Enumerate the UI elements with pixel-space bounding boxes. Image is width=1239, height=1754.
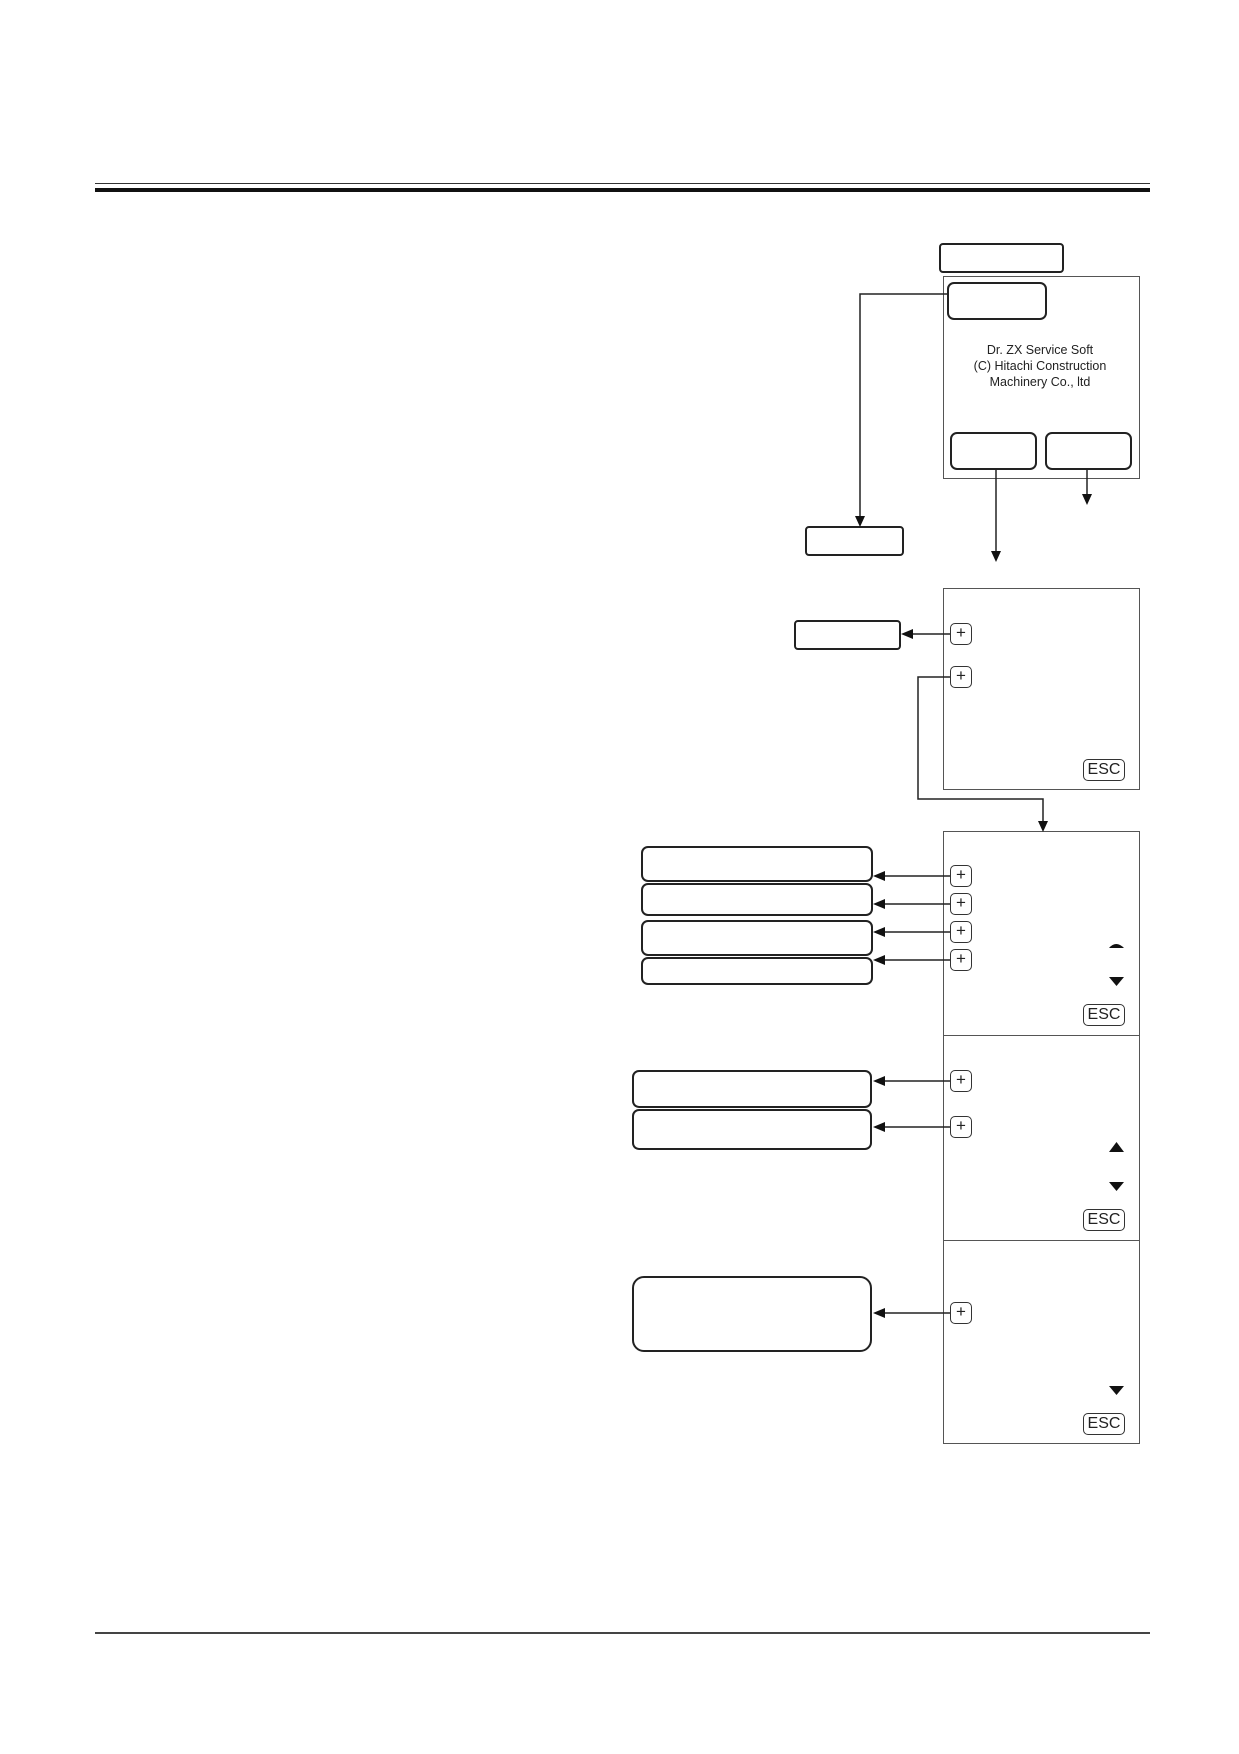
result-box-splash [805, 526, 904, 556]
list2-item-1-plus-icon[interactable]: + [950, 1070, 972, 1092]
list-screen-page-2 [943, 1035, 1140, 1241]
splash-top-button[interactable] [947, 282, 1047, 320]
arrowhead-left-list3-1 [873, 1308, 885, 1318]
menu-screen-panel [943, 588, 1140, 790]
arrowhead-down-menu [991, 551, 1001, 562]
arrowhead-down-list [1038, 821, 1048, 832]
arrowhead-down-splash-box [855, 516, 865, 527]
splash-text: Dr. ZX Service Soft (C) Hitachi Construc… [943, 342, 1137, 390]
list2-esc-button[interactable]: ESC [1083, 1209, 1125, 1231]
list3-esc-button[interactable]: ESC [1083, 1413, 1125, 1435]
triangle-down-icon [1109, 977, 1124, 986]
result-box-list3-1 [632, 1276, 872, 1352]
arrowhead-down-right [1082, 494, 1092, 505]
arrowhead-left-list1-2 [873, 899, 885, 909]
list2-item-2-plus-icon[interactable]: + [950, 1116, 972, 1138]
splash-right-button[interactable] [1045, 432, 1132, 470]
triangle-up-icon [1109, 944, 1124, 948]
menu-item-1-plus-icon[interactable]: + [950, 623, 972, 645]
triangle-down-icon [1109, 1386, 1124, 1395]
list-screen-page-3 [943, 1240, 1140, 1444]
arrowhead-left-list2-2 [873, 1122, 885, 1132]
list1-item-4-plus-icon[interactable]: + [950, 949, 972, 971]
result-box-menu [794, 620, 901, 650]
arrowhead-left-list1-3 [873, 927, 885, 937]
header-rule-thick [95, 188, 1150, 192]
arrowhead-left-list1-1 [873, 871, 885, 881]
splash-line-3: Machinery Co., ltd [989, 375, 1091, 389]
result-box-list1-3 [641, 920, 873, 956]
triangle-down-icon [1109, 1182, 1124, 1191]
result-box-list2-2 [632, 1109, 872, 1150]
splash-left-button[interactable] [950, 432, 1037, 470]
splash-line-1: Dr. ZX Service Soft [986, 343, 1094, 357]
menu-esc-button[interactable]: ESC [1083, 759, 1125, 781]
list1-item-3-plus-icon[interactable]: + [950, 921, 972, 943]
list1-item-1-plus-icon[interactable]: + [950, 865, 972, 887]
arrowhead-left-list1-4 [873, 955, 885, 965]
result-box-list1-2 [641, 883, 873, 916]
title-box [939, 243, 1064, 273]
result-box-list1-4 [641, 957, 873, 985]
list-screen-page-1 [943, 831, 1140, 1036]
result-box-list1-1 [641, 846, 873, 882]
arrowhead-left-list2-1 [873, 1076, 885, 1086]
header-rule-thin [95, 183, 1150, 184]
list3-item-1-plus-icon[interactable]: + [950, 1302, 972, 1324]
list1-esc-button[interactable]: ESC [1083, 1004, 1125, 1026]
splash-line-2: (C) Hitachi Construction [973, 359, 1107, 373]
result-box-list2-1 [632, 1070, 872, 1108]
triangle-up-icon [1109, 1142, 1124, 1152]
menu-item-2-plus-icon[interactable]: + [950, 666, 972, 688]
arrowhead-left-menu-1 [901, 629, 913, 639]
footer-rule [95, 1632, 1150, 1634]
connector-menu-item-2-to-list [917, 676, 1044, 823]
connector-splash-to-box [859, 293, 947, 518]
list1-item-2-plus-icon[interactable]: + [950, 893, 972, 915]
